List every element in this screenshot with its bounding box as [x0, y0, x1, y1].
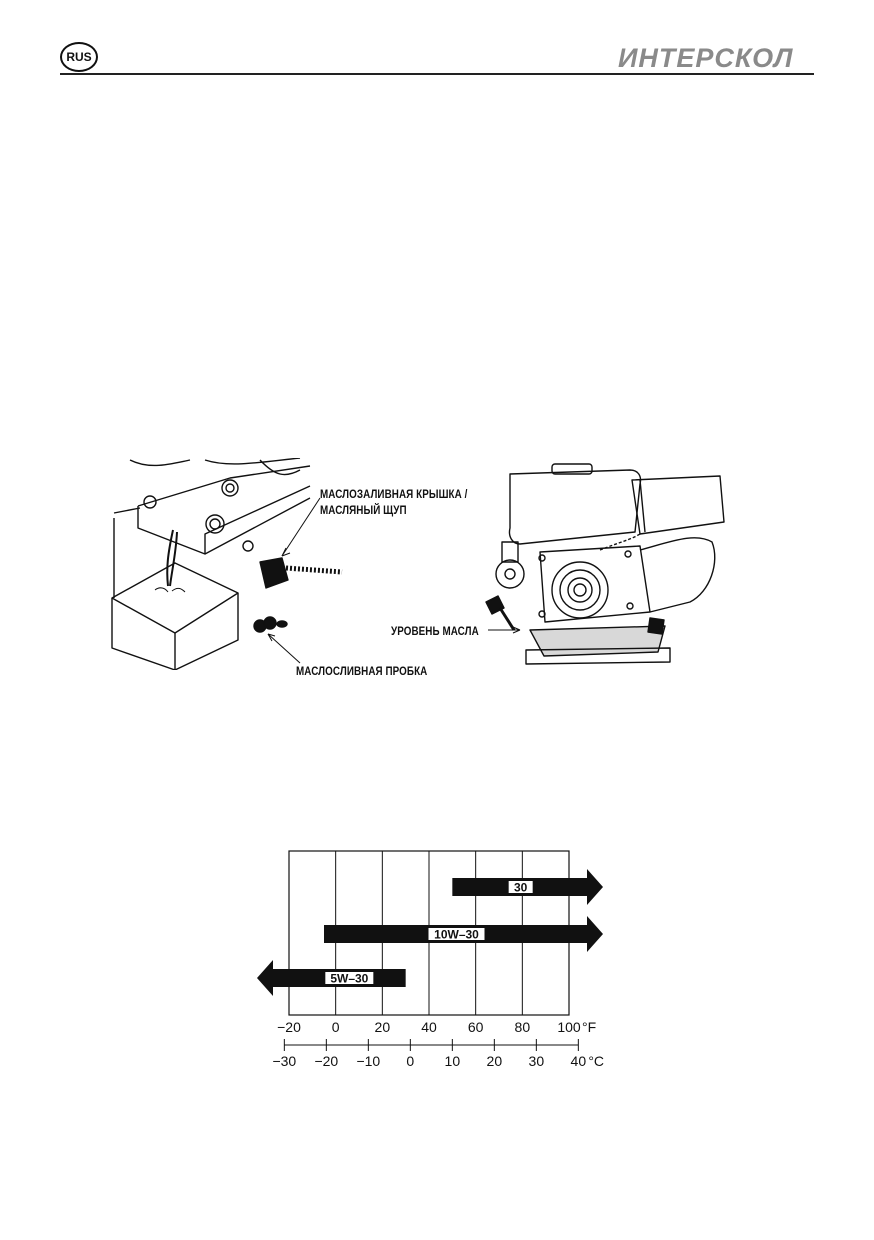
bar-label: 5W–30	[330, 972, 368, 986]
language-badge: RUS	[60, 42, 98, 72]
drain-plug-label: МАСЛОСЛИВНАЯ ПРОБКА	[296, 664, 428, 678]
fahrenheit-tick-label: −20	[277, 1019, 301, 1035]
celsius-tick-label: 40	[571, 1053, 587, 1069]
brand-logo-text: ИНТЕРСКОЛ	[618, 43, 794, 72]
bar-label: 30	[514, 881, 528, 895]
chart-bars: 30 10W–30 5W–30	[257, 869, 603, 996]
celsius-tick-label: −20	[314, 1053, 338, 1069]
oil-level-label: УРОВЕНЬ МАСЛА	[391, 624, 479, 638]
fahrenheit-tick-label: 100	[557, 1019, 581, 1035]
fahrenheit-tick-label: 40	[421, 1019, 437, 1035]
brand-logo: ИНТЕРСКОЛ	[618, 43, 794, 72]
bar-label-box	[325, 972, 374, 984]
fahrenheit-tick-label: 80	[515, 1019, 531, 1035]
header-rule	[60, 73, 814, 75]
celsius-tick-label: −10	[356, 1053, 380, 1069]
fill-cap-label-line1: МАСЛОЗАЛИВНАЯ КРЫШКА /	[320, 487, 468, 501]
engine-oil-level-illustration	[485, 463, 725, 665]
celsius-tick-label: 30	[529, 1053, 545, 1069]
bar-label-box	[428, 928, 485, 940]
celsius-unit: °C	[588, 1053, 604, 1069]
fahrenheit-tick-label: 20	[375, 1019, 391, 1035]
celsius-tick-label: −30	[272, 1053, 296, 1069]
celsius-tick-label: 0	[406, 1053, 414, 1069]
fahrenheit-tick-label: 60	[468, 1019, 484, 1035]
page-header: RUS ИНТЕРСКОЛ	[60, 40, 814, 76]
celsius-tick-label: 10	[445, 1053, 461, 1069]
celsius-tick-label: 20	[487, 1053, 503, 1069]
fahrenheit-unit: °F	[582, 1019, 596, 1035]
bar-label: 10W–30	[434, 928, 479, 942]
bar-label-box	[508, 881, 533, 893]
fahrenheit-tick-label: 0	[332, 1019, 340, 1035]
oil-drain-illustration	[111, 458, 343, 670]
fill-cap-label-line2: МАСЛЯНЫЙ ЩУП	[320, 503, 407, 517]
